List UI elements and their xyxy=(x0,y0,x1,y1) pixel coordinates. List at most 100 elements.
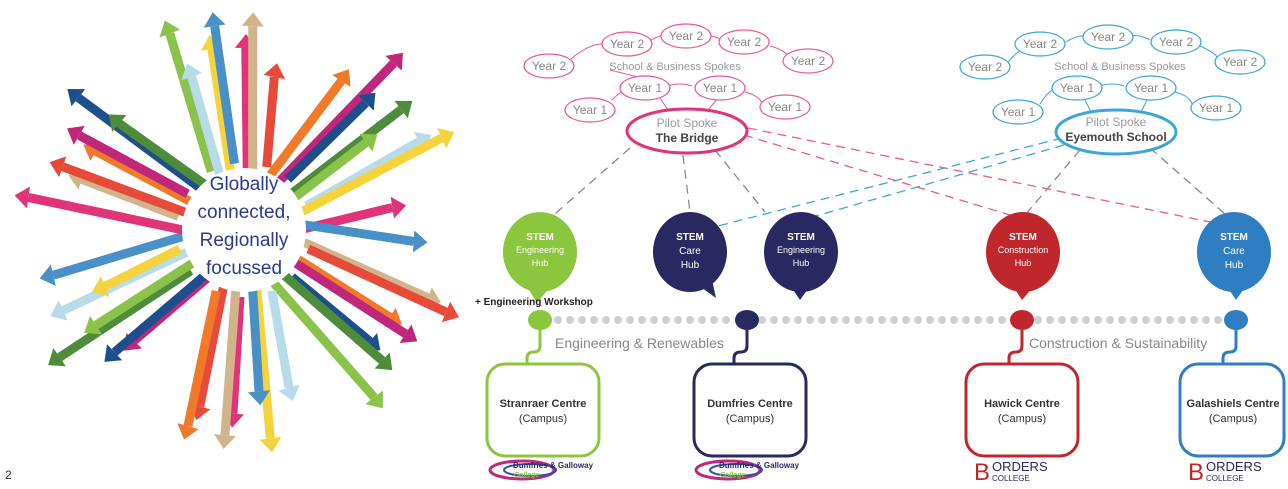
year1-label: Year 1 xyxy=(1060,81,1095,95)
year1-label: Year 1 xyxy=(703,81,738,95)
logo-text-sub: COLLEGE xyxy=(992,474,1030,483)
timeline-dot xyxy=(866,316,874,324)
timeline-dot xyxy=(1166,316,1174,324)
spokes-caption: School & Business Spokes xyxy=(1054,61,1186,73)
year2-label: Year 2 xyxy=(791,54,826,68)
starburst-text-line-1: Globally xyxy=(210,174,279,195)
timeline-dot xyxy=(1034,316,1042,324)
centre-name: Stranraer Centre xyxy=(500,398,587,410)
hub-label: Engineering xyxy=(516,245,564,255)
year2-label: Year 2 xyxy=(727,35,762,49)
timeline-dot xyxy=(566,316,574,324)
year2-label: Year 2 xyxy=(1023,37,1058,51)
timeline-dot xyxy=(998,316,1006,324)
timeline-dot xyxy=(878,316,886,324)
timeline-dot xyxy=(806,316,814,324)
timeline-dot xyxy=(794,316,802,324)
logo-text: ORDERS xyxy=(1206,459,1262,474)
starburst-arrow xyxy=(170,34,211,172)
borders-college-logo: B ORDERS COLLEGE xyxy=(974,459,1048,484)
page-number: 2 xyxy=(5,468,12,482)
timeline-dot xyxy=(770,316,778,324)
timeline-dot xyxy=(1058,316,1066,324)
timeline-dot xyxy=(722,316,730,324)
hub-label: STEM xyxy=(1220,232,1248,243)
node-hawick xyxy=(1010,310,1034,330)
logo-text-sub: COLLEGE xyxy=(1206,474,1244,483)
timeline-dot xyxy=(818,316,826,324)
starburst-arrowhead xyxy=(391,197,406,219)
centre-sub: (Campus) xyxy=(519,413,567,425)
timeline-dot xyxy=(914,316,922,324)
logo-text-sub: College xyxy=(514,472,539,479)
hub-label: Care xyxy=(1223,246,1245,257)
hub-label: Construction xyxy=(998,245,1049,255)
starburst-arrow xyxy=(253,290,259,391)
timeline-dot xyxy=(902,316,910,324)
timeline-dot xyxy=(890,316,898,324)
timeline-dot xyxy=(1178,316,1186,324)
node-galashiels xyxy=(1224,310,1248,330)
timeline-dot xyxy=(782,316,790,324)
spokes-caption: School & Business Spokes xyxy=(609,61,741,73)
centre-name: Galashiels Centre xyxy=(1187,398,1280,410)
engineering-workshop-label: + Engineering Workshop xyxy=(475,297,593,308)
pilot-spoke-name: Eyemouth School xyxy=(1065,130,1166,144)
timeline-dot xyxy=(662,316,670,324)
year1-label: Year 1 xyxy=(573,103,608,117)
timeline-dot xyxy=(674,316,682,324)
year2-label: Year 2 xyxy=(1091,30,1126,44)
timeline-dot xyxy=(578,316,586,324)
dotted-connector xyxy=(554,316,1222,324)
timeline-dot xyxy=(1094,316,1102,324)
centre-name: Hawick Centre xyxy=(984,398,1060,410)
centre-sub: (Campus) xyxy=(726,413,774,425)
hub-label: STEM xyxy=(526,232,554,243)
timeline-dot xyxy=(938,316,946,324)
hub-label: Care xyxy=(679,246,701,257)
timeline-dot xyxy=(962,316,970,324)
logo-text: Dumfries & Galloway xyxy=(719,461,800,470)
timeline-dot xyxy=(1142,316,1150,324)
year1-label: Year 1 xyxy=(1001,105,1036,119)
starburst-text-line-4: focussed xyxy=(206,258,282,279)
timeline-dot xyxy=(1190,316,1198,324)
logo-initial: B xyxy=(1188,459,1204,484)
timeline-dot xyxy=(698,316,706,324)
timeline-dot xyxy=(590,316,598,324)
centre-name: Dumfries Centre xyxy=(707,398,793,410)
starburst-arrow xyxy=(272,291,289,388)
centre-sub: (Campus) xyxy=(998,413,1046,425)
timeline-dot xyxy=(830,316,838,324)
hub-label: Hub xyxy=(532,258,549,268)
timeline-dot xyxy=(950,316,958,324)
hub-label: Engineering xyxy=(777,245,825,255)
hub-label: STEM xyxy=(676,232,704,243)
timeline-dot xyxy=(554,316,562,324)
timeline-dot xyxy=(854,316,862,324)
year2-label: Year 2 xyxy=(532,59,567,73)
borders-college-logo: B ORDERS COLLEGE xyxy=(1188,459,1262,484)
pilot-spoke-name: The Bridge xyxy=(656,131,719,145)
timeline-dot xyxy=(926,316,934,324)
logo-text: ORDERS xyxy=(992,459,1048,474)
timeline-dot xyxy=(1214,316,1222,324)
hub-2: STEM Care Hub xyxy=(653,212,727,298)
year1-label: Year 1 xyxy=(628,81,663,95)
starburst-arrowhead xyxy=(15,187,30,209)
dumfries-galloway-college-logo: Dumfries & Galloway College xyxy=(490,461,594,479)
hub-label: Hub xyxy=(1225,260,1244,271)
timeline-dot xyxy=(1106,316,1114,324)
hub-label: Hub xyxy=(1015,258,1032,268)
hub-label: STEM xyxy=(787,232,815,243)
year1-label: Year 1 xyxy=(768,100,803,114)
logo-text: Dumfries & Galloway xyxy=(513,461,594,470)
timeline-dot xyxy=(1070,316,1078,324)
starburst-arrow xyxy=(246,48,247,175)
starburst-arrow xyxy=(305,225,414,241)
timeline-dot xyxy=(650,316,658,324)
timeline-dot xyxy=(1046,316,1054,324)
timeline-dot xyxy=(1130,316,1138,324)
